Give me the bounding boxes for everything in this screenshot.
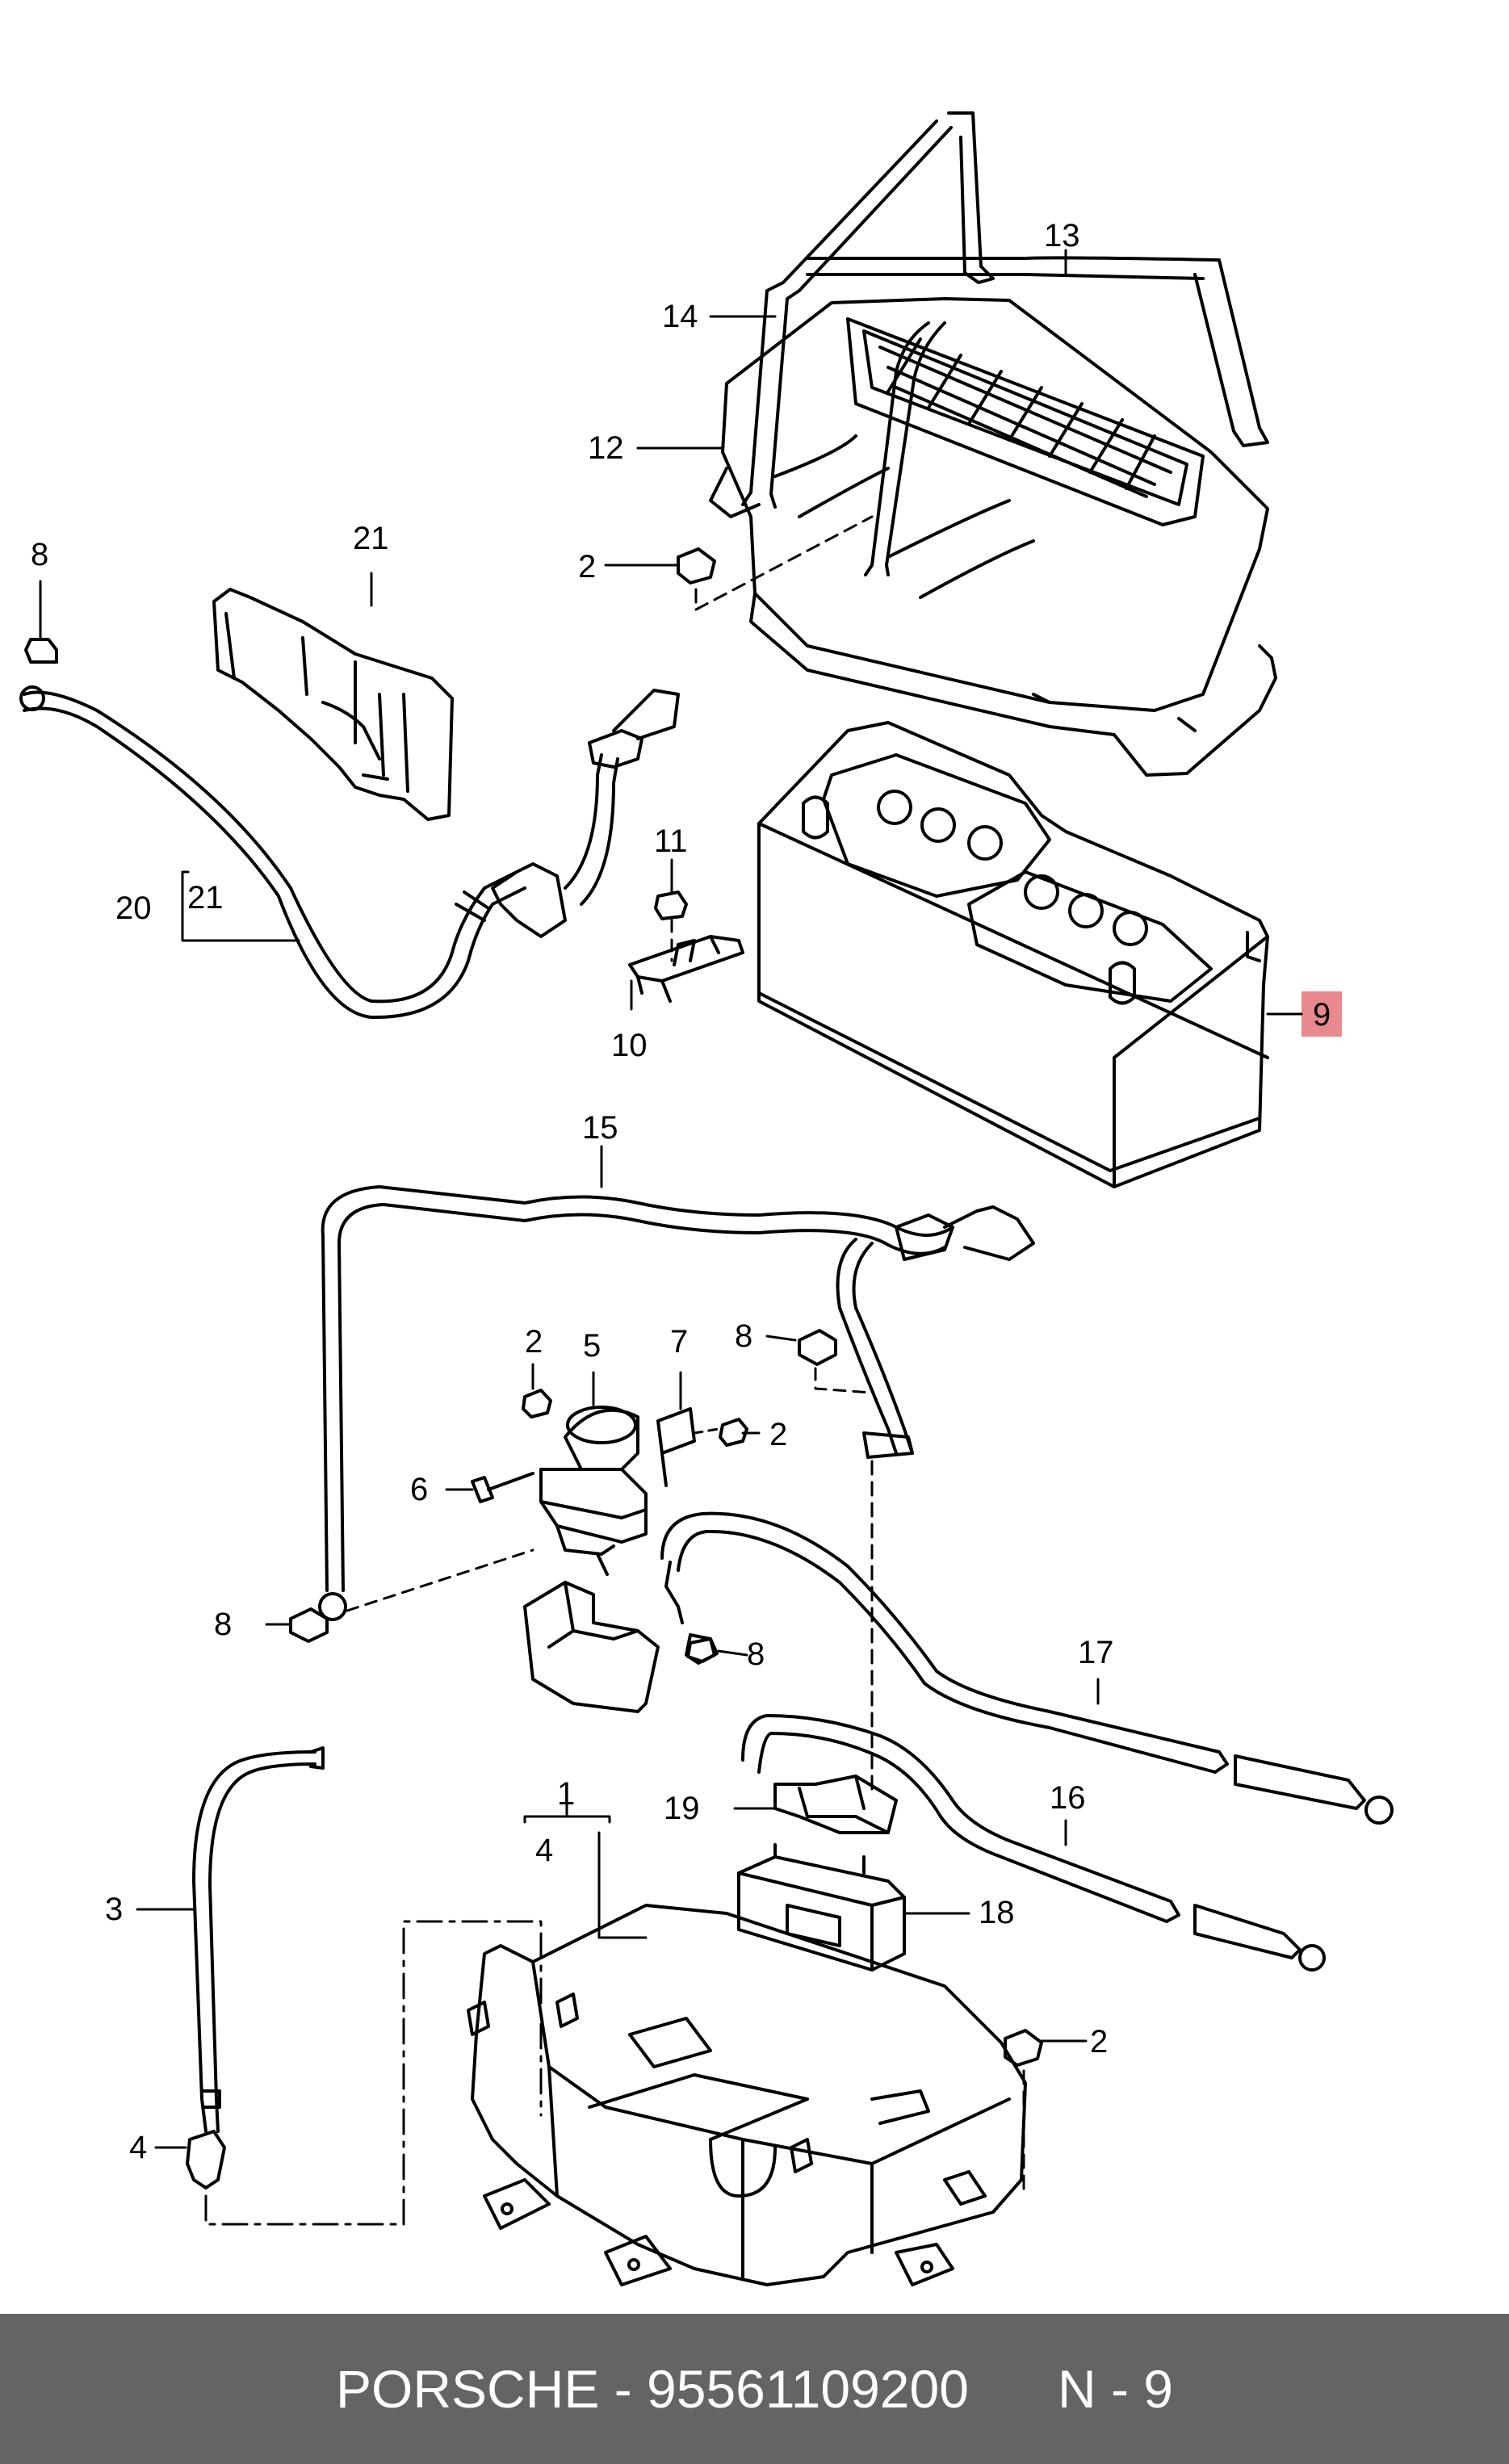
callout-label-10: 10 xyxy=(611,1028,648,1063)
parts-diagram: 13 14 12 2 21 8 20 21 11 10 9 15 2 5 7 8… xyxy=(19,111,1394,2286)
callout-label-15: 15 xyxy=(582,1110,618,1146)
callout-label-8-top: 8 xyxy=(31,537,48,572)
nut-8-mid-left xyxy=(289,1607,329,1643)
clamp-10 xyxy=(628,935,744,1003)
cover-18 xyxy=(737,1843,906,1972)
callout-label-2-relay-right: 2 xyxy=(769,1417,787,1452)
footer-text: PORSCHE - 95561109200 N - 9 xyxy=(0,2314,1509,2464)
cable-15 xyxy=(318,1185,1035,1621)
callout-label-6: 6 xyxy=(410,1472,428,1507)
footer-brand: PORSCHE xyxy=(336,2359,600,2419)
callout-label-2-cover: 2 xyxy=(578,549,596,585)
footer-position: N - 9 xyxy=(1057,2359,1173,2419)
callout-label-1: 1 xyxy=(557,1776,575,1812)
callout-label-17: 17 xyxy=(1078,1635,1114,1670)
footer-separator: - xyxy=(599,2359,648,2419)
relay-5 xyxy=(539,1406,648,1576)
callout-label-4-sensor: 4 xyxy=(129,2130,147,2165)
cable-16 xyxy=(741,1714,1326,1972)
cable-17 xyxy=(660,1511,1394,1825)
sensor-4 xyxy=(186,2130,226,2190)
nut-11 xyxy=(654,890,688,920)
callout-label-12: 12 xyxy=(588,430,624,466)
bolt-6 xyxy=(471,1472,534,1503)
cable-3 xyxy=(192,1746,325,2133)
callout-label-3: 3 xyxy=(105,1892,123,1927)
fuse-holder-19 xyxy=(773,1775,898,1834)
callout-label-8-mid-left: 8 xyxy=(214,1607,232,1642)
footer-bar: PORSCHE - 95561109200 N - 9 xyxy=(0,2314,1509,2464)
cable-20 xyxy=(19,685,680,1020)
nut-8-mid-top xyxy=(798,1329,837,1366)
callout-label-21-bracket: 21 xyxy=(353,521,389,556)
callout-label-2-relay-left: 2 xyxy=(525,1324,543,1360)
footer-gap xyxy=(969,2359,1058,2419)
battery-cover-12 xyxy=(709,297,1277,777)
bracket-21 xyxy=(212,588,454,821)
footer-part-number: 95561109200 xyxy=(647,2359,969,2419)
callout-label-14: 14 xyxy=(662,299,698,334)
clip-7 xyxy=(656,1407,696,1487)
callout-label-2-tray: 2 xyxy=(1090,2024,1108,2060)
callout-label-8-lower: 8 xyxy=(747,1636,765,1672)
callout-label-21-cable: 21 xyxy=(187,880,224,916)
callout-highlight-9 xyxy=(1302,991,1342,1037)
nut-2-relay-left xyxy=(522,1389,552,1418)
callout-label-13: 13 xyxy=(1044,218,1080,254)
callout-label-4-tray: 4 xyxy=(535,1833,553,1868)
callout-label-5: 5 xyxy=(583,1328,601,1364)
nut-8-top-left xyxy=(24,638,58,664)
nut-2-cover xyxy=(677,547,716,585)
battery-9 xyxy=(757,721,1269,1188)
nut-2-tray xyxy=(1004,2029,1043,2067)
battery-tray-1 xyxy=(467,1904,1027,2286)
callout-label-8-mid-top: 8 xyxy=(735,1318,752,1354)
callout-label-11: 11 xyxy=(654,823,688,859)
callout-label-18: 18 xyxy=(979,1895,1015,1930)
callout-label-19: 19 xyxy=(664,1791,700,1826)
nut-2-relay-right xyxy=(719,1418,748,1447)
hold-down-bracket-14 xyxy=(741,111,995,509)
callout-label-20: 20 xyxy=(115,890,152,926)
callout-label-9: 9 xyxy=(1313,997,1331,1033)
clip-8-lower xyxy=(686,1637,719,1663)
relay-housing xyxy=(523,1581,660,1713)
callout-label-7: 7 xyxy=(670,1324,688,1360)
callout-label-16: 16 xyxy=(1050,1780,1086,1816)
